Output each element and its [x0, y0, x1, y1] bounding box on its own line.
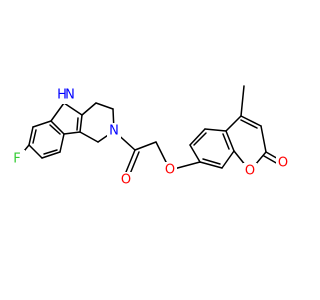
- bonds: [19, 85, 281, 175]
- atom-labels: F H N N O O O: [11, 87, 290, 188]
- indole-nitrogen-label: N: [65, 88, 75, 103]
- bond: [193, 132, 207, 146]
- ether-oxygen-atom: O: [163, 162, 177, 178]
- fluorine-label: F: [13, 152, 20, 167]
- bond: [50, 120, 65, 135]
- bond: [222, 133, 230, 150]
- bond: [28, 126, 34, 146]
- amide-nitrogen-atom: N: [107, 123, 121, 139]
- bond: [129, 151, 140, 175]
- bond: [202, 158, 221, 165]
- bond: [225, 130, 235, 152]
- bond: [28, 144, 43, 159]
- bond: [95, 102, 114, 110]
- bond: [76, 117, 79, 131]
- carbonyl-oxygen-label: O: [121, 173, 131, 188]
- bond: [49, 124, 61, 135]
- indole-nh-hydrogen-label: H: [57, 88, 67, 103]
- bond: [63, 131, 81, 135]
- fluorine-atom: F: [11, 150, 25, 167]
- lactone-oxygen-atom: O: [276, 155, 290, 171]
- ring-oxygen-atom: O: [243, 163, 257, 179]
- bond: [240, 115, 262, 127]
- carbonyl-oxygen-atom: O: [119, 172, 133, 188]
- ether-oxygen-label: O: [165, 163, 175, 178]
- bond: [63, 102, 83, 116]
- bond: [240, 119, 258, 129]
- bond: [50, 102, 65, 122]
- structure-svg: F H N N O O O: [11, 85, 290, 188]
- bond: [81, 102, 97, 116]
- bond: [125, 149, 136, 173]
- bond: [134, 141, 157, 151]
- amide-nitrogen-label: N: [109, 124, 119, 139]
- bond: [41, 151, 61, 159]
- indole-nitrogen-atom: H N: [57, 87, 77, 104]
- bond: [79, 114, 83, 133]
- bond: [189, 144, 201, 163]
- bond: [204, 128, 227, 132]
- bond: [240, 85, 245, 117]
- bond: [43, 149, 58, 155]
- bond: [260, 125, 267, 153]
- bond: [189, 128, 206, 146]
- bond: [32, 120, 52, 128]
- molecule-diagram: F H N N O O O: [11, 85, 290, 188]
- bond: [199, 161, 223, 169]
- lactone-oxygen-label: O: [278, 156, 288, 171]
- ring-oxygen-label: O: [245, 164, 255, 179]
- bond: [263, 155, 279, 165]
- bond: [79, 131, 99, 143]
- bond: [32, 129, 37, 144]
- bond: [59, 133, 65, 153]
- bond: [221, 150, 235, 169]
- bond: [225, 115, 242, 132]
